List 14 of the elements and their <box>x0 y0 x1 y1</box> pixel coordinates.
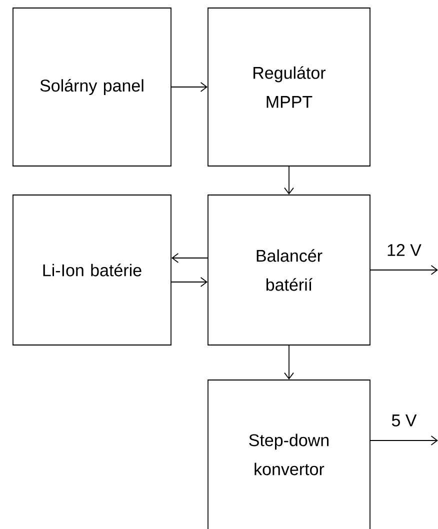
arrow <box>370 265 438 275</box>
arrow <box>370 436 438 446</box>
arrow <box>284 345 294 380</box>
edge-label: 5 V <box>392 414 417 426</box>
process-box: Regulátor MPPT <box>208 8 370 166</box>
arrow <box>171 253 208 263</box>
process-box: Step-down konvertor <box>208 380 370 529</box>
process-box: Li-Ion batérie <box>12 194 172 346</box>
process-box: Solárny panel <box>12 8 172 166</box>
arrow <box>171 277 208 287</box>
process-box: Balancér batérií <box>208 194 370 346</box>
arrow <box>284 166 294 195</box>
edge-label: 12 V <box>388 244 422 256</box>
arrow <box>171 82 208 92</box>
